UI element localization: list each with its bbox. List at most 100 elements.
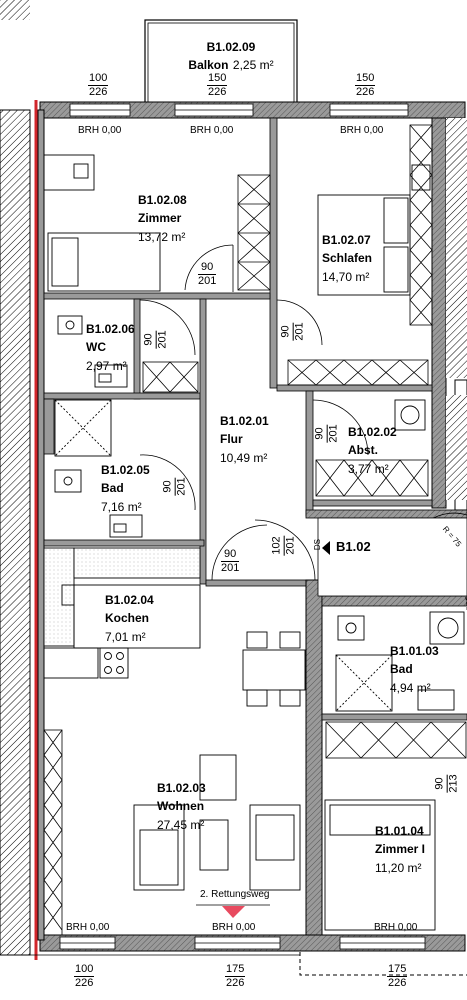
room-name: Flur [220,432,243,447]
wall-zimmer-bottom [43,292,271,300]
wall-right-upper [431,117,447,509]
room-name: Kochen [105,611,150,626]
room-name: Zimmer [138,211,182,226]
wall-flur-left [199,298,207,585]
room-area: 2,97 m² [86,358,127,373]
room-label-wohnen: B1.02.03 Wohnen 27,45 m² [157,779,206,834]
nightstand-schlafen [411,164,431,191]
room-id: B1.02.03 [157,781,206,795]
room-area: 7,16 m² [101,499,142,514]
room-id: B1.02.06 [86,322,135,336]
room-label-flur: B1.02.01 Flur 10,49 m² [220,412,269,467]
room-label-b1-bad: B1.01.03 Bad 4,94 m² [390,642,439,697]
room-area: 7,01 m² [105,629,146,644]
escape-marker [222,906,245,918]
stair-hatch [446,118,467,378]
room-label-b1-zimmer: B1.01.04 Zimmer I 11,20 m² [375,822,425,877]
wardrobe-b1-bad [325,721,467,759]
kitchen [43,547,201,679]
living-furniture [133,754,301,891]
room-id: B1.02.09 [206,40,256,54]
wall-b1-bad-top [321,595,467,607]
brh-label: BRH 0,00 [374,922,418,933]
wardrobe-schlafen-bottom [287,359,429,386]
brh-label: BRH 0,00 [78,125,122,136]
facade-hatch-left [0,109,31,956]
room-name: Wohnen [157,799,205,814]
escape-route-label: 2. Rettungsweg [200,889,270,900]
wardrobe-wohnen-left [43,729,63,936]
room-id: B1.01.03 [390,644,439,658]
wall-zimmer-schlafen [269,117,278,389]
room-area: 3,77 m² [348,461,389,476]
brh-label: BRH 0,00 [340,125,384,136]
wall-wc-right [133,298,141,400]
room-area: 13,72 m² [138,229,186,244]
wall-bad-bottom [43,539,205,547]
room-id: B1.02.07 [322,233,371,247]
bed-schlafen [317,194,411,296]
room-label-zimmer: B1.02.08 Zimmer 13,72 m² [138,191,187,246]
wc-fixtures [57,315,128,388]
room-id: B1.02.02 [348,425,397,439]
wardrobe-wc [142,361,199,393]
wall-abst-bottom [312,499,433,507]
b1-bad-fixtures [335,611,465,712]
wall-flur-right [305,390,314,517]
room-name: Balkon [188,58,229,73]
room-label-kochen: B1.02.04 Kochen 7,01 m² [105,591,154,646]
room-label-bad: B1.02.05 Bad 7,16 m² [101,461,150,516]
stair-hatch-lower [446,395,467,500]
room-id: B1.02.04 [105,593,154,607]
room-id: B1.01.04 [375,824,424,838]
room-label-wc: B1.02.06 WC 2,97 m² [86,320,135,375]
entrance [317,517,467,597]
wall-flur-bottom [205,579,307,587]
wardrobe-abst [315,459,429,497]
room-area: 14,70 m² [322,269,370,284]
room-area: 2,25 m² [232,58,274,73]
room-name: Abst. [348,443,378,458]
room-area: 4,94 m² [390,680,431,695]
room-label-abst: B1.02.02 Abst. 3,77 m² [348,423,397,478]
room-area: 27,45 m² [157,817,205,832]
room-name: Bad [101,481,124,496]
bed-zimmer [47,232,161,292]
wall-wc-bottom [43,392,205,400]
wall-left [37,109,45,941]
ds-label: DS [312,539,322,551]
wall-bad-left-stub [43,398,55,455]
unit-label: B1.02 [336,539,371,554]
wall-schlafen-bottom [276,384,433,392]
entry-arrow [322,541,330,555]
brh-label: BRH 0,00 [190,125,234,136]
bed-b1-zimmer [324,799,436,931]
room-area: 11,20 m² [375,860,422,875]
wardrobe-zimmer [237,174,271,291]
room-name: WC [86,340,106,355]
room-id: B1.02.01 [220,414,269,428]
room-label-schlafen: B1.02.07 Schlafen 14,70 m² [322,231,372,286]
door-swings [139,244,467,610]
room-name: Schlafen [322,251,373,266]
facade-hatch-left-top [0,0,30,20]
room-id: B1.02.08 [138,193,187,207]
room-area: 10,49 m² [220,450,268,465]
room-name: Bad [390,662,413,677]
dining-table [242,631,306,707]
wardrobe-schlafen-right [409,124,433,326]
